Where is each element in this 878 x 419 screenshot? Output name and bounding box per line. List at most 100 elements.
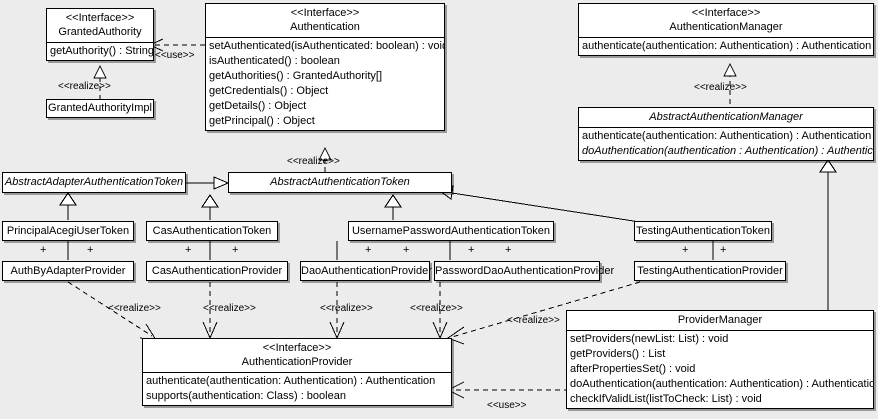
operation-getcredentials: getCredentials() : Object [209,85,329,97]
class-dao-authentication-provider[interactable]: DaoAuthenticationProvider [300,261,432,281]
class-username-password-authentication-token[interactable]: UsernamePasswordAuthenticationToken [348,221,554,241]
operations-compartment: authenticate(authentication: Authenticat… [579,127,873,160]
class-name-label: PrincipalAcegiUserToken [6,225,130,237]
class-password-dao-authentication-provider[interactable]: PasswordDaoAuthenticationProvider [434,261,614,281]
operation-doauthentication: doAuthentication(authentication : Authen… [582,145,873,157]
edge-testingtoken-extends-abstracttoken [451,192,641,223]
arrowhead-realize-authprovider-dao [329,321,345,340]
edge-label-realize-providermanager: <<realize>> [507,315,560,326]
class-name-label: ProviderManager [677,314,763,326]
class-name-label: TestingAuthenticationProvider [637,265,783,277]
operation-getprincipal: getPrincipal() : Object [209,115,315,127]
class-testing-authentication-token[interactable]: TestingAuthenticationToken [634,221,772,241]
stereotype-label: <<Interface>> [65,12,135,24]
stereotype-label: <<Interface>> [691,7,761,19]
arrowhead-generalize-abstracttoken-left [213,176,230,190]
plus-mark-principalacegi-right: + [87,244,94,256]
class-header-authentication-manager: <<Interface>> AuthenticationManager [579,4,873,37]
operation-authenticate: authenticate(authentication: Authenticat… [146,375,436,387]
class-name-label: AbstractAuthenticationManager [649,111,803,123]
edge-label-use-grantedauthority: <<use>> [155,50,195,61]
edge-label-realize-abstracttoken-authentication: <<realize>> [287,156,340,167]
class-cas-authentication-token[interactable]: CasAuthenticationToken [146,221,278,241]
class-header-provider-manager: ProviderManager [567,311,873,330]
operation-getauthority: getAuthority() : String [50,45,153,57]
arrowhead-generalize-abstractauthmanager [819,159,837,173]
operation-authenticate: authenticate(authentication: Authenticat… [582,40,872,52]
class-name-label: CasAuthenticationProvider [151,265,283,277]
plus-mark-principalacegi-left: + [40,244,47,256]
edge-label-realize-casprovider: <<realize>> [203,303,256,314]
class-name-label: AuthByAdapterProvider [10,265,126,277]
class-principal-acegi-user-token[interactable]: PrincipalAcegiUserToken [2,221,134,241]
class-header-authentication-provider: <<Interface>> AuthenticationProvider [143,339,451,372]
class-name-label: DaoAuthenticationProvider [301,265,432,277]
edge-label-realize-grantedauthorityimpl: <<realize>> [58,81,111,92]
operations-compartment: getAuthority() : String [47,42,153,60]
class-abstract-authentication-token[interactable]: AbstractAuthenticationToken [228,172,452,193]
class-name-label: Authentication [290,21,360,33]
operation-getproviders: getProviders() : List [570,348,666,360]
class-header-abstract-authentication-manager: AbstractAuthenticationManager [579,108,873,127]
class-name-label: AuthenticationProvider [241,356,353,368]
class-name-label: CasAuthenticationToken [152,225,272,237]
class-cas-authentication-provider[interactable]: CasAuthenticationProvider [146,261,288,281]
edge-label-realize-authbyadapter: <<realize>> [108,303,161,314]
plus-mark-upat-1: + [365,244,372,256]
class-name-label: AuthenticationManager [669,21,783,33]
operation-doauthentication: doAuthentication(authentication: Authent… [570,378,873,390]
stereotype-label: <<Interface>> [262,342,332,354]
class-header-granted-authority: <<Interface>> GrantedAuthority [47,9,153,42]
arrowhead-generalize-adaptertoken [59,192,77,206]
class-name-label: AbstractAdapterAuthenticationToken [4,176,184,188]
class-header-authentication: <<Interface>> Authentication [206,4,444,37]
stereotype-label: <<Interface>> [290,7,360,19]
plus-mark-testingtoken-right: + [720,244,727,256]
class-name-label: GrantedAuthority [58,26,142,38]
operation-supports: supports(authentication: Class) : boolea… [146,390,346,402]
arrowhead-realize-authenticationmanager [723,62,737,77]
class-name-label: PasswordDaoAuthenticationProvider [435,265,615,277]
class-granted-authority[interactable]: <<Interface>> GrantedAuthority getAuthor… [46,8,154,61]
operations-compartment: setProviders(newList: List) : void getPr… [567,330,873,408]
plus-mark-upat-4: + [505,244,512,256]
operations-compartment: authenticate(authentication: Authenticat… [579,37,873,55]
plus-mark-testingtoken-left: + [682,244,689,256]
class-name-label: UsernamePasswordAuthenticationToken [351,225,551,237]
arrowhead-generalize-abstracttoken-upat [384,194,402,208]
operation-afterpropertiesset: afterPropertiesSet() : void [570,363,696,375]
edge-label-realize-abstractauthmanager: <<realize>> [694,82,747,93]
arrowhead-realize-authprovider-passworddao [432,321,448,340]
operation-getdetails: getDetails() : Object [209,100,307,112]
class-auth-by-adapter-provider[interactable]: AuthByAdapterProvider [2,261,134,281]
arrowhead-generalize-abstracttoken-cas [201,194,219,208]
class-testing-authentication-provider[interactable]: TestingAuthenticationProvider [634,261,786,281]
plus-mark-upat-3: + [468,244,475,256]
plus-mark-castoken-right: + [232,244,239,256]
plus-mark-upat-2: + [403,244,410,256]
class-granted-authority-impl[interactable]: GrantedAuthorityImpl [46,99,154,118]
edge-label-realize-passworddaoprovider: <<realize>> [410,303,463,314]
class-abstract-authentication-manager[interactable]: AbstractAuthenticationManager authentica… [578,107,874,161]
class-name-label: TestingAuthenticationToken [636,225,770,237]
arrowhead-realize-grantedauthority [93,64,107,79]
plus-mark-castoken-left: + [185,244,192,256]
class-provider-manager[interactable]: ProviderManager setProviders(newList: Li… [566,310,874,409]
operation-isauthenticated: isAuthenticated() : boolean [209,55,340,67]
operation-setproviders: setProviders(newList: List) : void [570,333,729,345]
operation-setauthenticated: setAuthenticated(isAuthenticated: boolea… [209,40,444,52]
arrowhead-realize-authprovider-cas [202,321,218,340]
class-name-label: AbstractAuthenticationToken [270,176,410,188]
class-authentication[interactable]: <<Interface>> Authentication setAuthenti… [205,3,445,131]
operation-authenticate: authenticate(authentication: Authenticat… [582,130,872,142]
edge-label-use-providermanager: <<use>> [487,400,527,411]
class-abstract-adapter-authentication-token[interactable]: AbstractAdapterAuthenticationToken [2,172,186,193]
operation-getauthorities: getAuthorities() : GrantedAuthority[] [209,70,383,82]
class-authentication-provider[interactable]: <<Interface>> AuthenticationProvider aut… [142,338,452,406]
class-authentication-manager[interactable]: <<Interface>> AuthenticationManager auth… [578,3,874,56]
operation-checkifvalidlist: checkIfValidList(listToCheck: List) : vo… [570,393,762,405]
class-name-label: GrantedAuthorityImpl [48,102,152,114]
edge-label-realize-daoprovider: <<realize>> [320,303,373,314]
operations-compartment: setAuthenticated(isAuthenticated: boolea… [206,37,444,130]
